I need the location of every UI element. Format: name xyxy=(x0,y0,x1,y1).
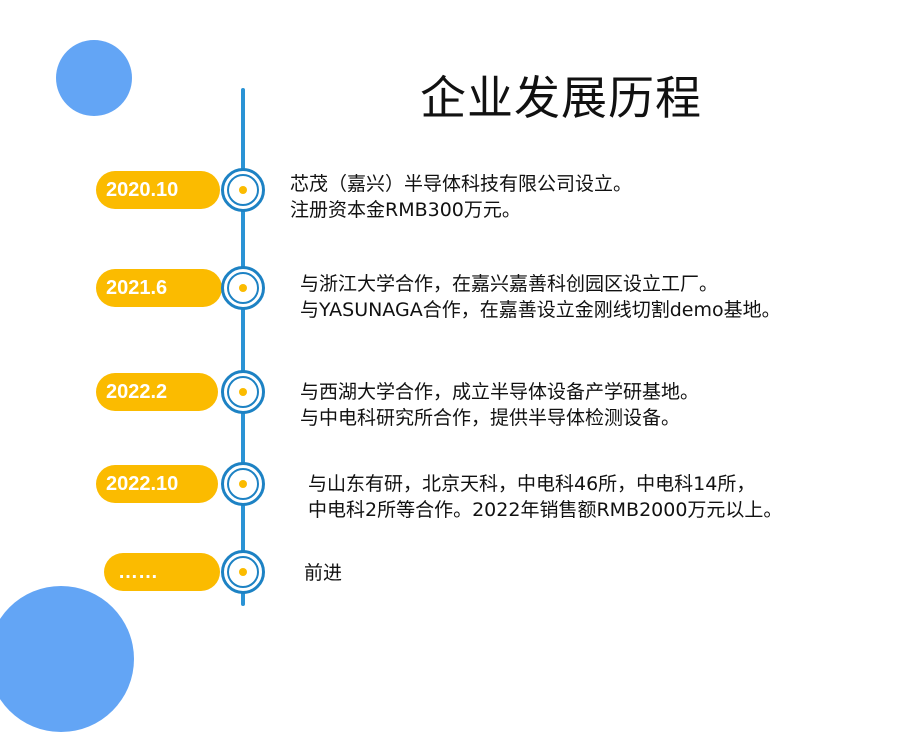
timeline-node xyxy=(221,462,265,506)
date-badge: …… xyxy=(104,553,220,591)
description-line: 与西湖大学合作，成立半导体设备产学研基地。 xyxy=(300,381,700,403)
milestone-description: 与西湖大学合作，成立半导体设备产学研基地。 与中电科研究所合作，提供半导体检测设… xyxy=(300,379,699,431)
milestone-description: 与山东有研，北京天科，中电科46所，中电科14所， 中电科2所等合作。2022年… xyxy=(308,471,782,523)
description-line: 与中电科研究所合作，提供半导体检测设备。 xyxy=(300,407,681,429)
timeline-node xyxy=(221,370,265,414)
description-line: 与YASUNAGA合作，在嘉善设立金刚线切割demo基地。 xyxy=(300,299,781,321)
date-badge: 2020.10 xyxy=(96,171,220,209)
node-dot xyxy=(239,480,247,488)
description-line: 中电科2所等合作。2022年销售额RMB2000万元以上。 xyxy=(308,499,783,521)
date-badge: 2022.2 xyxy=(96,373,218,411)
timeline-milestone: …… 前进 xyxy=(0,542,905,602)
description-line: 与山东有研，北京天科，中电科46所，中电科14所， xyxy=(308,473,756,495)
date-badge: 2021.6 xyxy=(96,269,222,307)
description-line: 注册资本金RMB300万元。 xyxy=(290,199,521,221)
date-badge: 2022.10 xyxy=(96,465,218,503)
description-line: 芯茂（嘉兴）半导体科技有限公司设立。 xyxy=(290,173,633,195)
node-dot xyxy=(239,284,247,292)
milestone-description: 芯茂（嘉兴）半导体科技有限公司设立。 注册资本金RMB300万元。 xyxy=(290,171,632,223)
timeline-axis xyxy=(241,88,245,606)
timeline-milestone: 2022.10 与山东有研，北京天科，中电科46所，中电科14所， 中电科2所等… xyxy=(0,454,905,521)
description-line: 与浙江大学合作，在嘉兴嘉善科创园区设立工厂。 xyxy=(300,273,719,295)
node-dot xyxy=(239,568,247,576)
node-dot xyxy=(239,388,247,396)
timeline-milestone: 2021.6 与浙江大学合作，在嘉兴嘉善科创园区设立工厂。 与YASUNAGA合… xyxy=(0,258,905,321)
node-dot xyxy=(239,186,247,194)
timeline-milestone: 2020.10 芯茂（嘉兴）半导体科技有限公司设立。 注册资本金RMB300万元… xyxy=(0,160,905,223)
description-line: 前进 xyxy=(304,562,343,584)
timeline-milestone: 2022.2 与西湖大学合作，成立半导体设备产学研基地。 与中电科研究所合作，提… xyxy=(0,362,905,429)
decorative-circle-bottom xyxy=(0,586,134,732)
timeline-node xyxy=(221,550,265,594)
page-title: 企业发展历程 xyxy=(420,71,702,125)
milestone-description: 前进 xyxy=(304,560,342,586)
milestone-description: 与浙江大学合作，在嘉兴嘉善科创园区设立工厂。 与YASUNAGA合作，在嘉善设立… xyxy=(300,271,781,323)
decorative-circle-top xyxy=(56,40,132,116)
timeline-node xyxy=(221,266,265,310)
timeline-node xyxy=(221,168,265,212)
